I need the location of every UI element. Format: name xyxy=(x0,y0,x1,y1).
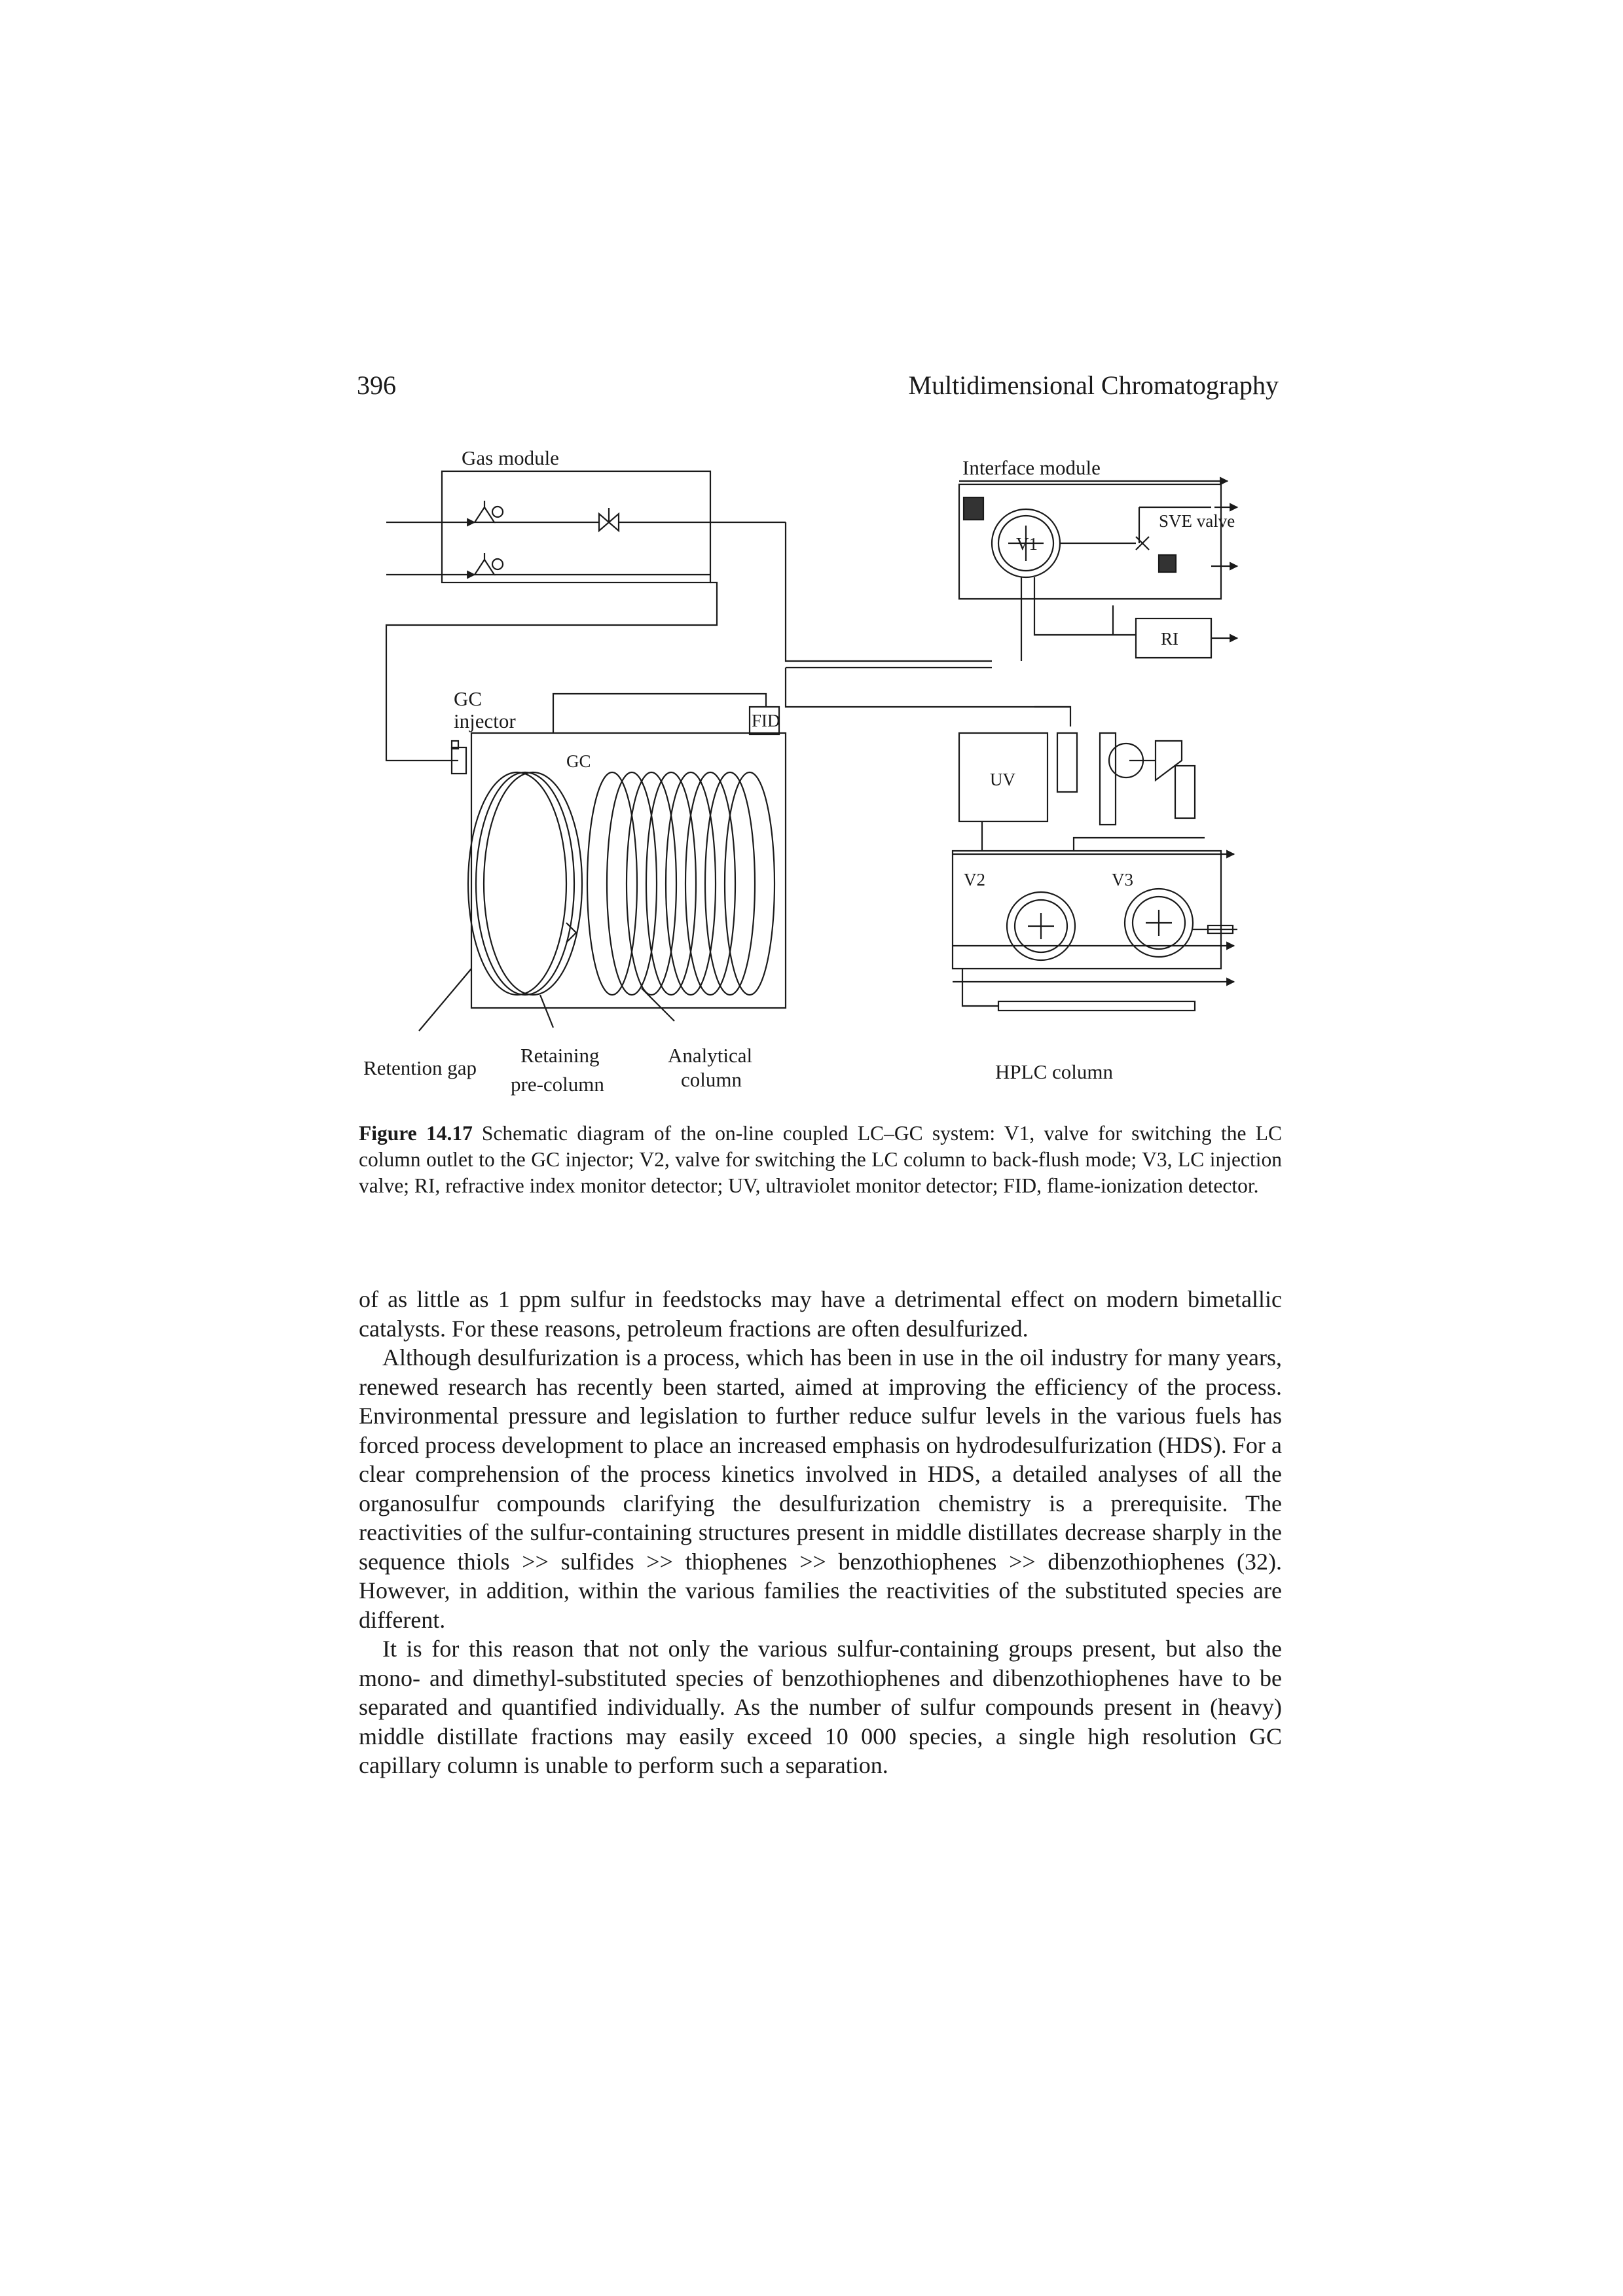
interface-module-label: Interface module xyxy=(962,456,1101,479)
sve-valve-label: SVE valve xyxy=(1159,511,1235,531)
retention-gap-coil xyxy=(467,771,568,996)
injection-syringe-icon xyxy=(1207,924,1234,935)
solvent-bottle-icon xyxy=(1174,764,1196,819)
gas-valve-icon xyxy=(598,512,620,533)
v3-label: V3 xyxy=(1112,870,1133,889)
gc-injector-label-line2: injector xyxy=(454,709,516,732)
hplc-column-icon xyxy=(997,1000,1196,1012)
ri-label: RI xyxy=(1161,629,1178,649)
analytical-column-coil xyxy=(586,771,776,996)
v2-valve-icon xyxy=(1006,891,1076,961)
body-text: of as little as 1 ppm sulfur in feedstoc… xyxy=(359,1285,1282,1780)
figure-caption-text: Schematic diagram of the on-line coupled… xyxy=(359,1122,1283,1197)
hplc-column-label: HPLC column xyxy=(995,1060,1113,1083)
interface-module-box xyxy=(958,483,1222,600)
running-head: Multidimensional Chromatography xyxy=(908,370,1279,400)
figure-caption-label: Figure 14.17 xyxy=(359,1122,473,1145)
flow-cell-icon xyxy=(1056,732,1078,793)
sve-valve-icon xyxy=(1135,536,1150,550)
body-paragraph: of as little as 1 ppm sulfur in feedstoc… xyxy=(359,1286,1282,1342)
retention-gap-label: Retention gap xyxy=(363,1056,477,1079)
lc-gc-schematic-figure: Gas module Interface module SVE valve V1… xyxy=(354,445,1283,1113)
page-number: 396 xyxy=(357,370,396,400)
lc-gc-schematic-diagram: Gas module Interface module SVE valve V1… xyxy=(363,446,1239,1096)
body-paragraph: It is for this reason that not only the … xyxy=(359,1636,1282,1778)
uv-detector-box xyxy=(958,732,1049,823)
gc-label: GC xyxy=(566,751,591,771)
analytical-column-label-line1: Analytical xyxy=(668,1044,752,1067)
gas-module-label: Gas module xyxy=(462,446,559,469)
v1-label: V1 xyxy=(1016,534,1038,554)
v2-label: V2 xyxy=(964,870,985,889)
v1-valve-icon xyxy=(997,514,1055,572)
reservoir-icon xyxy=(962,496,985,521)
press-fit-connector xyxy=(566,922,577,943)
body-paragraph: Although desulfurization is a process, w… xyxy=(359,1344,1282,1633)
retaining-precolumn-label-line2: pre-column xyxy=(511,1073,604,1096)
analytical-column-label-line2: column xyxy=(681,1068,742,1091)
retaining-precolumn-label-line1: Retaining xyxy=(520,1044,600,1067)
gc-oven-box xyxy=(470,732,787,1009)
uv-label: UV xyxy=(990,770,1015,789)
v3-valve-icon xyxy=(1123,888,1194,958)
valve-box-v2-v3 xyxy=(951,850,1222,970)
fid-label: FID xyxy=(752,711,780,730)
fid-box xyxy=(748,706,780,736)
gc-injector-label-line1: GC xyxy=(454,687,482,710)
gas-module-box xyxy=(441,470,712,584)
